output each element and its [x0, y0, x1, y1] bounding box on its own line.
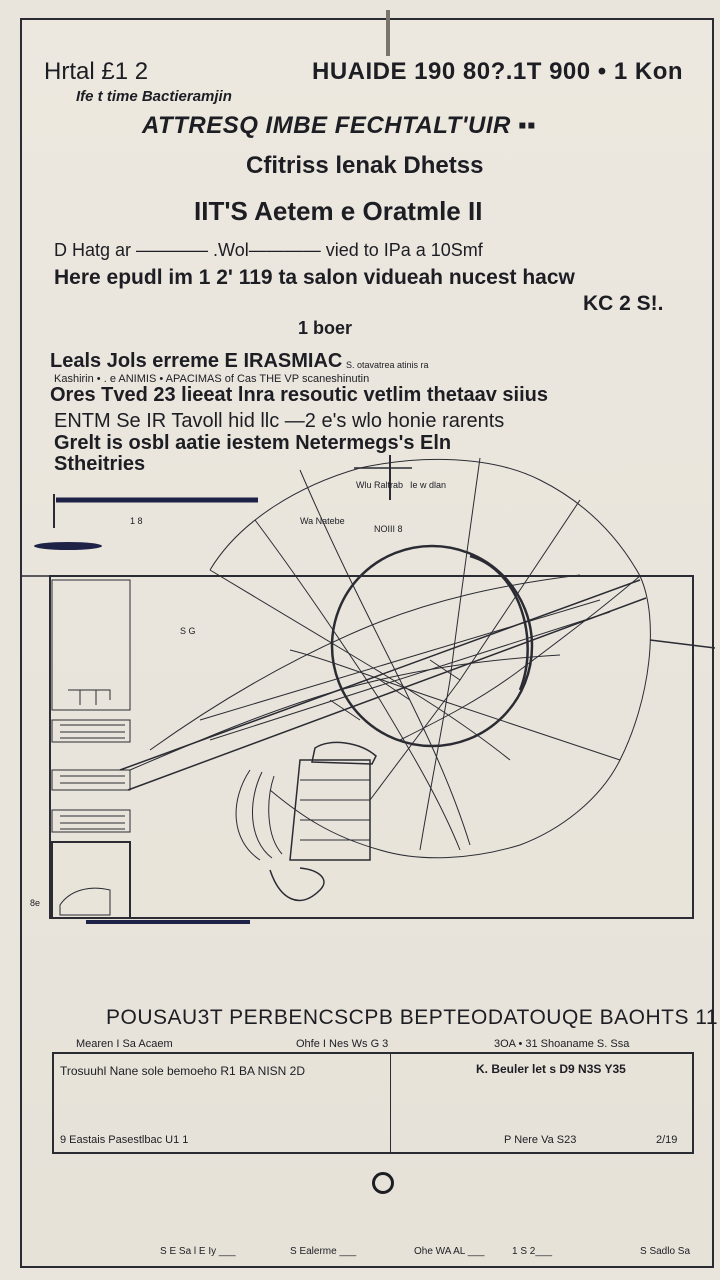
diagram-label-f: S G [180, 626, 196, 636]
document-subtitle: Cfitriss lenak Dhetss [246, 152, 484, 179]
circle-arc [469, 554, 529, 691]
mount-fins [235, 769, 283, 861]
body-line-1-note: S. otavatrea atinis ra [346, 360, 429, 370]
web-line-3 [369, 499, 581, 801]
fan-shape [59, 887, 111, 916]
caption-title: POUSAU3T PERBENCSCPB BEPTEODATOUQE BAOHT… [106, 1006, 719, 1029]
mount-ribs [300, 779, 370, 841]
title-block-right-bottom: P Nere Va S23 [504, 1134, 577, 1146]
panel-hatch-1 [60, 724, 125, 739]
web-line-2 [419, 457, 481, 851]
web-line-5 [209, 569, 511, 761]
web-line-1 [299, 469, 471, 846]
header-right: HUAIDE 190 80?.1T 900 • 1 Kon [312, 58, 684, 85]
title-block-divider [390, 1054, 391, 1152]
caption-meta-left: Mearen I Sa Acaem [76, 1038, 173, 1050]
document-title: ATTRESQ IMBE FECHTALT'UIR ▪▪ [142, 112, 537, 139]
diagram-label-c: Wa Natebe [300, 516, 345, 526]
caption-meta-mid: Ohfe I Nes Ws G 3 [296, 1038, 389, 1050]
header-subtitle: Ife t time Bactieramjin [76, 88, 232, 105]
footer-right-1: Ohe WA AL ___ [414, 1246, 485, 1257]
web-line-8 [149, 574, 581, 751]
body-line-2: Kashirin • . e ANIMIS • APACIMAS of Cas … [54, 373, 370, 385]
panel-module-3 [51, 809, 131, 833]
panel-bracket [68, 689, 111, 705]
intro-line-2: Here epudl im 1 2' 119 ta salon vidueah … [54, 266, 575, 289]
telescope-tube-top [119, 579, 641, 771]
diagram-label-e: 1 8 [130, 516, 143, 526]
header-left: Hrtal £1 2 [44, 58, 149, 85]
telescope-tube-bottom [127, 597, 647, 791]
diagram-label-g: 8e [30, 898, 40, 908]
telescope-tube-inner [199, 599, 611, 741]
diagram-label-b: Ie w dlan [410, 480, 446, 490]
main-circle [330, 544, 534, 748]
mount-base [269, 867, 325, 901]
body-line-6: Stheitries [54, 453, 146, 475]
caption-meta-right: 3OA • 31 Shoaname S. Ssa [494, 1038, 630, 1050]
side-tick-right [649, 639, 716, 649]
title-block-right-top: K. Beuler let s D9 N3S Y35 [476, 1062, 626, 1076]
web-line-9 [129, 654, 561, 771]
body-line-5: Grelt is osbl aatie iestem Netermegs's E… [54, 432, 452, 454]
footer-far-right: S Sadlo Sa [640, 1246, 691, 1257]
document-heading: IIT'S Aetem e Oratmle II [194, 196, 483, 226]
diagram-label-d: NOIII 8 [374, 524, 403, 534]
title-block-box [52, 1052, 694, 1154]
panel-hatch-2 [60, 775, 125, 784]
web-line-6 [254, 519, 461, 851]
title-block-left-top: Trosuuhl Nane sole bemoeho R1 BA NISN 2D [60, 1064, 306, 1078]
section-label: 1 boer [298, 318, 353, 338]
footer-right-2: 1 S 2___ [512, 1246, 553, 1257]
dome-outline [209, 458, 651, 859]
diagram-label-a: Wlu Raltrab [356, 480, 403, 490]
body-line-1: Leals Jols erreme E IRASMIAC [50, 350, 343, 372]
footer-mid: S Ealerme ___ [290, 1246, 357, 1257]
mount-body [289, 759, 371, 861]
footer-left: S E Sa l E Iy ___ [160, 1246, 236, 1257]
panel-top [51, 579, 131, 711]
intro-line-1: D Hatg ar ———— .Wol———— vied to IPa a 10… [54, 240, 483, 260]
panel-hatch-3 [60, 815, 125, 830]
panel-inset [51, 841, 131, 919]
panel-module-1 [51, 719, 131, 743]
mount-cap [311, 741, 377, 765]
title-block-right-bottom-2: 2/19 [656, 1134, 678, 1146]
body-line-4: ENTM Se IR Tavoll hid llc —2 e's wlo hon… [54, 410, 505, 432]
telescope-band [329, 659, 461, 721]
drawing-frame [49, 575, 694, 919]
web-line-7 [289, 649, 621, 761]
pointer-smudge [34, 542, 102, 550]
circle-mark-icon [372, 1172, 394, 1194]
web-line-4 [399, 575, 641, 741]
body-line-3: Ores Tved 23 lieeat lnra resoutic vetlim… [50, 384, 548, 406]
title-block-left-bottom: 9 Eastais Pasestlbac U1 1 [60, 1134, 189, 1146]
document-sheet [20, 18, 714, 1268]
intro-line-3: KC 2 S!. [583, 292, 664, 315]
panel-module-2 [51, 769, 131, 791]
pin-icon [386, 10, 390, 56]
